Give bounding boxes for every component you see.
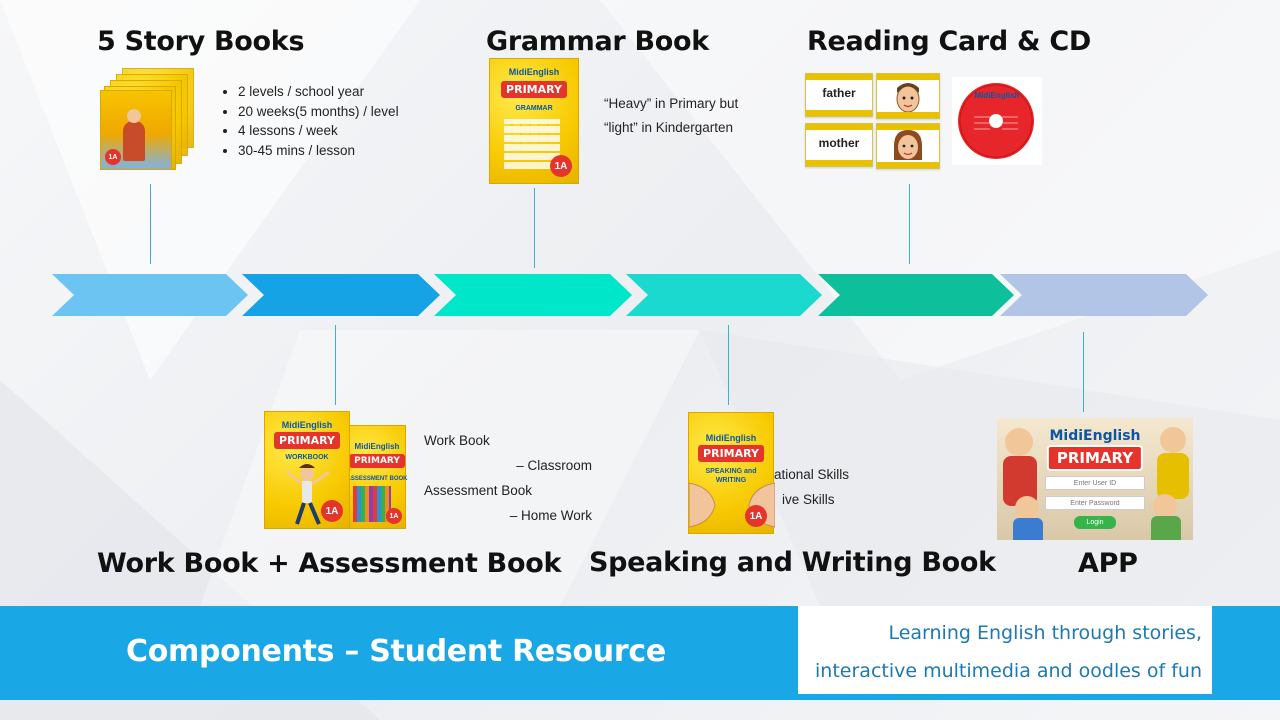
tagline-line-2: interactive multimedia and oodles of fun (815, 660, 1202, 682)
user-id-input[interactable] (1045, 476, 1145, 490)
cd-label: MidiEnglish (974, 91, 1020, 100)
workbook-cover: MidiEnglish PRIMARY WORKBOOK 1A (264, 411, 350, 529)
story-books-image: 1A (100, 68, 196, 172)
speaking-book-note: ational Skills ive Skills (774, 467, 850, 507)
cd-image: MidiEnglish (952, 77, 1042, 165)
cd-disc-icon (958, 83, 1034, 159)
work-book-note: Work Book – Classroom Assessment Book – … (424, 433, 592, 523)
assessment-book-cover: MidiEnglish PRIMARY ASSESSMENT BOOK 1A (346, 425, 408, 529)
connector-line (1083, 332, 1084, 412)
face-woman-icon (894, 130, 922, 160)
chevron-segment (626, 274, 822, 316)
connector-line (728, 325, 729, 405)
work-book-image: MidiEnglish PRIMARY ASSESSMENT BOOK 1A M… (264, 411, 408, 529)
connector-line (909, 184, 910, 264)
chevron-segment (242, 274, 440, 316)
work-book-title: Work Book + Assessment Book (97, 548, 562, 579)
chevron-segment (52, 274, 248, 316)
grammar-book-note: “Heavy” in Primary but “light” in Kinder… (604, 96, 739, 135)
reading-card-title: Reading Card & CD (807, 26, 1092, 57)
face-card-woman (876, 123, 940, 169)
story-books-title: 5 Story Books (97, 26, 305, 57)
face-card-man (876, 73, 940, 119)
reading-card-mother: mother (805, 123, 873, 167)
grammar-book-title: Grammar Book (486, 26, 709, 57)
bullet-item: 4 lessons / week (238, 121, 399, 141)
talking-faces-icon (689, 482, 775, 528)
connector-line (335, 325, 336, 405)
connector-line (150, 184, 151, 264)
grammar-book-cover: MidiEnglish PRIMARY GRAMMAR 1A (489, 58, 579, 184)
app-title: APP (1078, 548, 1138, 579)
password-input[interactable] (1045, 496, 1145, 510)
connector-line (534, 188, 535, 268)
chevron-segment (818, 274, 1014, 316)
app-screenshot: MidiEnglish PRIMARY Login (997, 418, 1193, 540)
speaking-book-cover: MidiEnglish PRIMARY SPEAKING and WRITING… (688, 412, 775, 534)
chevron-segment (1000, 274, 1208, 316)
login-button[interactable]: Login (1074, 516, 1116, 529)
tagline-line-1: Learning English through stories, (888, 622, 1202, 644)
story-books-bullets: 2 levels / school year 20 weeks(5 months… (220, 82, 399, 160)
reading-card-father: father (805, 73, 873, 117)
tagline-box: Learning English through stories, intera… (798, 606, 1212, 694)
speaking-book-title: Speaking and Writing Book (589, 547, 996, 578)
bullet-item: 2 levels / school year (238, 82, 399, 102)
chevron-segment (434, 274, 632, 316)
girl-jumping-icon (286, 464, 330, 525)
cover-badge: 1A (105, 149, 121, 165)
kids-illustration-icon (1003, 427, 1189, 540)
bullet-item: 20 weeks(5 months) / level (238, 102, 399, 122)
footer-title: Components – Student Resource (126, 634, 666, 669)
bullet-item: 30-45 mins / lesson (238, 141, 399, 161)
face-man-icon (896, 83, 920, 113)
cover-badge: 1A (550, 155, 572, 177)
app-brand: PRIMARY (1046, 445, 1144, 471)
app-brand-top: MidiEnglish (1049, 428, 1141, 444)
